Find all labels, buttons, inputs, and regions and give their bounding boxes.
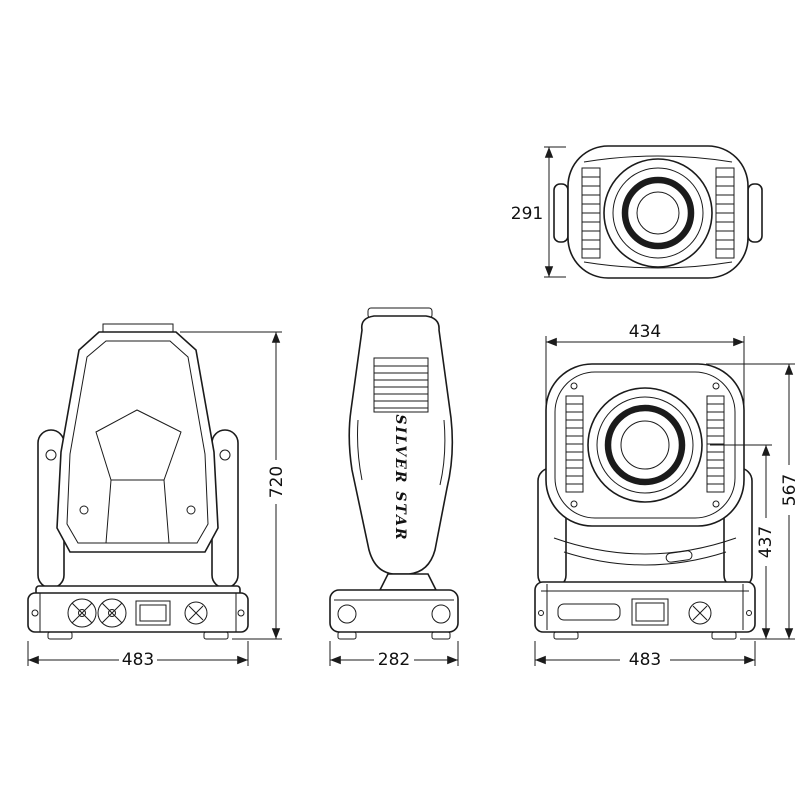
dim-label-483-front: 483	[629, 650, 661, 670]
dim-side-width: 282	[329, 641, 459, 670]
side-view-base	[329, 589, 459, 640]
front-view-left-fins	[565, 395, 584, 493]
foot-left	[47, 631, 73, 640]
fan-icon-1	[67, 598, 97, 628]
display-screen	[135, 600, 171, 626]
back-view-head-facet	[95, 409, 182, 544]
power-socket	[688, 601, 712, 625]
head-screw-tr	[712, 382, 720, 390]
top-view-right-fins	[715, 167, 735, 259]
base-screw-left	[538, 610, 544, 616]
base-vent	[557, 603, 621, 621]
dim-front-head-width: 434	[545, 322, 745, 412]
power-socket	[184, 601, 208, 625]
base-screw-right	[746, 610, 752, 616]
brand-label: SILVER STAR	[392, 414, 408, 541]
dim-label-437: 437	[756, 526, 776, 558]
back-view-head	[56, 331, 219, 553]
foot-left	[553, 631, 579, 640]
dim-label-291: 291	[511, 204, 543, 224]
dim-top-view-depth: 291	[511, 146, 566, 278]
base-screw-right	[237, 609, 245, 617]
front-view-handle-slot	[665, 550, 693, 563]
back-view-right-pivot	[219, 449, 231, 461]
dim-front-base-width: 483	[534, 641, 756, 670]
dim-label-720: 720	[267, 466, 287, 498]
side-view-neck	[378, 573, 438, 591]
top-view-left-fins	[581, 167, 601, 259]
back-view-left-pivot	[45, 449, 57, 461]
display-screen	[631, 598, 669, 626]
view-back: 720 483	[27, 323, 287, 670]
front-view-right-fins	[706, 395, 725, 493]
dim-back-width: 483	[27, 641, 249, 670]
dim-front-total-height: 567	[706, 363, 800, 640]
dim-label-282: 282	[378, 650, 410, 670]
back-view-base	[27, 585, 249, 640]
foot-right	[711, 631, 737, 640]
base-endcap-right	[431, 604, 451, 624]
dim-front-lens-height: 437	[710, 444, 776, 639]
view-side: SILVER STAR 282	[329, 307, 459, 670]
back-view-head-inner-panel	[66, 340, 209, 544]
head-screw-tl	[570, 382, 578, 390]
base-screw-left	[31, 609, 39, 617]
front-view-yoke-crossbar	[553, 537, 737, 566]
side-view-fins	[373, 357, 429, 413]
back-view-screw-right	[186, 505, 196, 515]
base-endcap-left	[337, 604, 357, 624]
top-view-left-handle	[553, 183, 569, 243]
front-view-lens	[587, 387, 703, 503]
top-view-right-handle	[747, 183, 763, 243]
head-screw-br	[712, 500, 720, 508]
head-screw-bl	[570, 500, 578, 508]
foot-left	[337, 631, 357, 640]
side-view-head-contours	[357, 419, 446, 486]
dim-label-483-back: 483	[122, 650, 154, 670]
back-view-screw-left	[79, 505, 89, 515]
view-top-head: 291	[511, 145, 763, 279]
dim-label-567: 567	[780, 474, 800, 506]
view-front: 434 567 437 483	[534, 322, 800, 670]
foot-right	[431, 631, 451, 640]
dim-back-height: 720	[180, 331, 287, 640]
dim-label-434: 434	[629, 322, 661, 342]
foot-right	[203, 631, 229, 640]
fan-icon-2	[97, 598, 127, 628]
top-view-body	[567, 145, 749, 279]
top-view-body-contours	[583, 155, 733, 269]
front-view-base	[534, 581, 756, 640]
top-view-lens	[603, 158, 713, 268]
